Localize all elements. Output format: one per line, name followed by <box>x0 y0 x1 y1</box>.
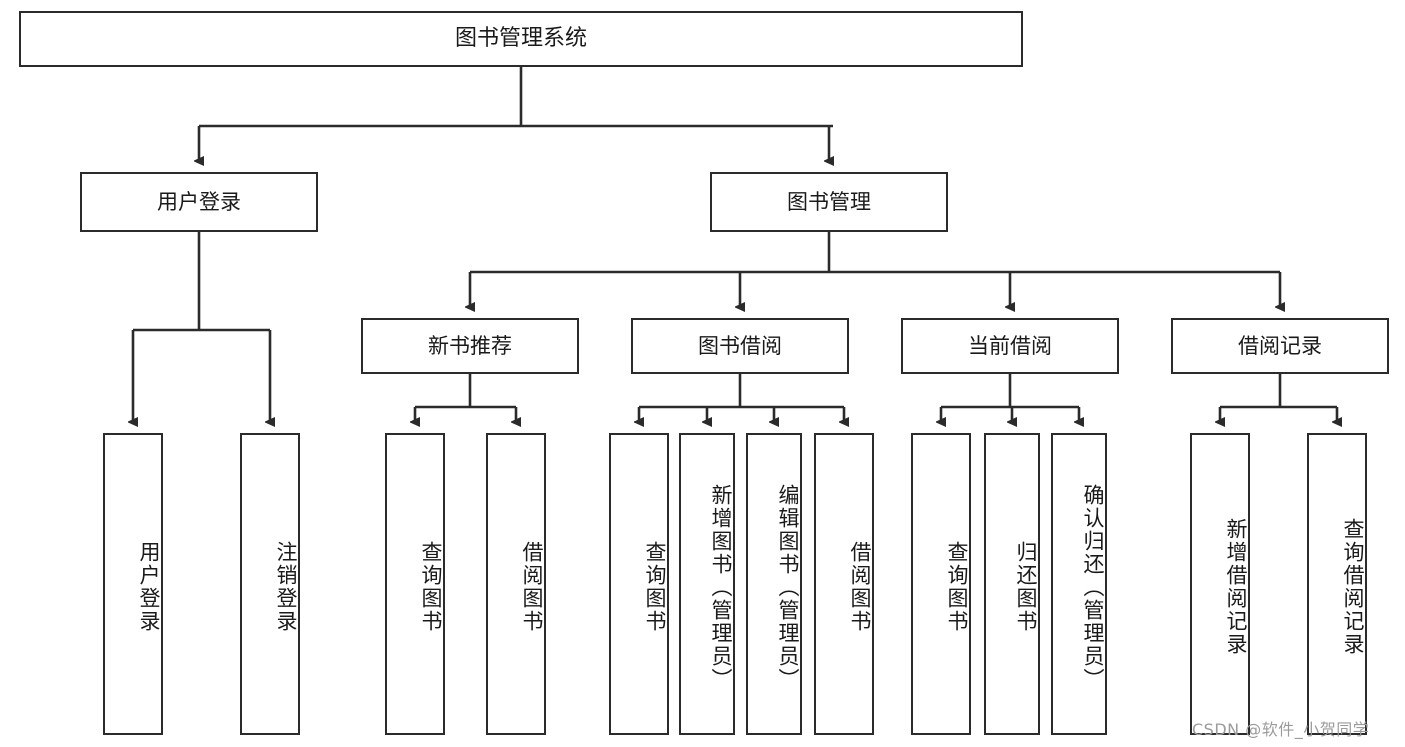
node-leaf-return-book[interactable]: 归还图书 <box>984 433 1040 735</box>
node-label: 编辑图书（管理员） <box>776 483 800 691</box>
node-label: 新书推荐 <box>428 333 512 358</box>
node-label: 查询图书 <box>419 541 443 633</box>
node-leaf-borrow-book-new-book[interactable]: 借阅图书 <box>486 433 546 735</box>
node-label: 借阅记录 <box>1238 333 1322 358</box>
node-borrowing-record[interactable]: 借阅记录 <box>1171 318 1389 374</box>
node-leaf-borrow-book-borrowing[interactable]: 借阅图书 <box>814 433 874 735</box>
node-label: 新增图书（管理员） <box>709 483 733 691</box>
node-leaf-query-borrow-record[interactable]: 查询借阅记录 <box>1307 433 1367 735</box>
node-label: 借阅图书 <box>848 541 872 633</box>
node-label: 图书管理 <box>787 189 871 214</box>
node-label: 查询借阅记录 <box>1341 518 1365 656</box>
node-leaf-add-borrow-record[interactable]: 新增借阅记录 <box>1190 433 1250 735</box>
node-leaf-user-logout[interactable]: 注销登录 <box>240 433 300 735</box>
node-label: 归还图书 <box>1014 541 1038 633</box>
node-label: 用户登录 <box>137 541 161 633</box>
node-current-borrowing[interactable]: 当前借阅 <box>901 318 1119 374</box>
node-leaf-query-book-borrowing[interactable]: 查询图书 <box>609 433 669 735</box>
node-label: 用户登录 <box>157 189 241 214</box>
node-leaf-confirm-return-admin[interactable]: 确认归还（管理员） <box>1051 433 1107 735</box>
node-label: 图书借阅 <box>698 333 782 358</box>
node-leaf-query-book-new-book[interactable]: 查询图书 <box>385 433 445 735</box>
node-label: 当前借阅 <box>968 333 1052 358</box>
node-user-login[interactable]: 用户登录 <box>80 172 318 232</box>
node-new-book-recommendation[interactable]: 新书推荐 <box>361 318 579 374</box>
node-label: 注销登录 <box>274 541 298 633</box>
node-label: 借阅图书 <box>520 541 544 633</box>
node-label: 查询图书 <box>945 541 969 633</box>
node-leaf-edit-book-admin[interactable]: 编辑图书（管理员） <box>746 433 802 735</box>
node-book-borrowing[interactable]: 图书借阅 <box>631 318 849 374</box>
node-leaf-add-book-admin[interactable]: 新增图书（管理员） <box>679 433 735 735</box>
node-book-management[interactable]: 图书管理 <box>710 172 948 232</box>
node-label: 新增借阅记录 <box>1224 518 1248 656</box>
node-leaf-query-book-current[interactable]: 查询图书 <box>911 433 971 735</box>
node-leaf-user-login[interactable]: 用户登录 <box>103 433 163 735</box>
node-label: 确认归还（管理员） <box>1081 483 1105 691</box>
node-root-book-management-system[interactable]: 图书管理系统 <box>19 11 1023 67</box>
node-label: 图书管理系统 <box>454 26 587 52</box>
watermark: CSDN @软件_小贺同学 <box>1192 720 1370 739</box>
node-label: 查询图书 <box>643 541 667 633</box>
